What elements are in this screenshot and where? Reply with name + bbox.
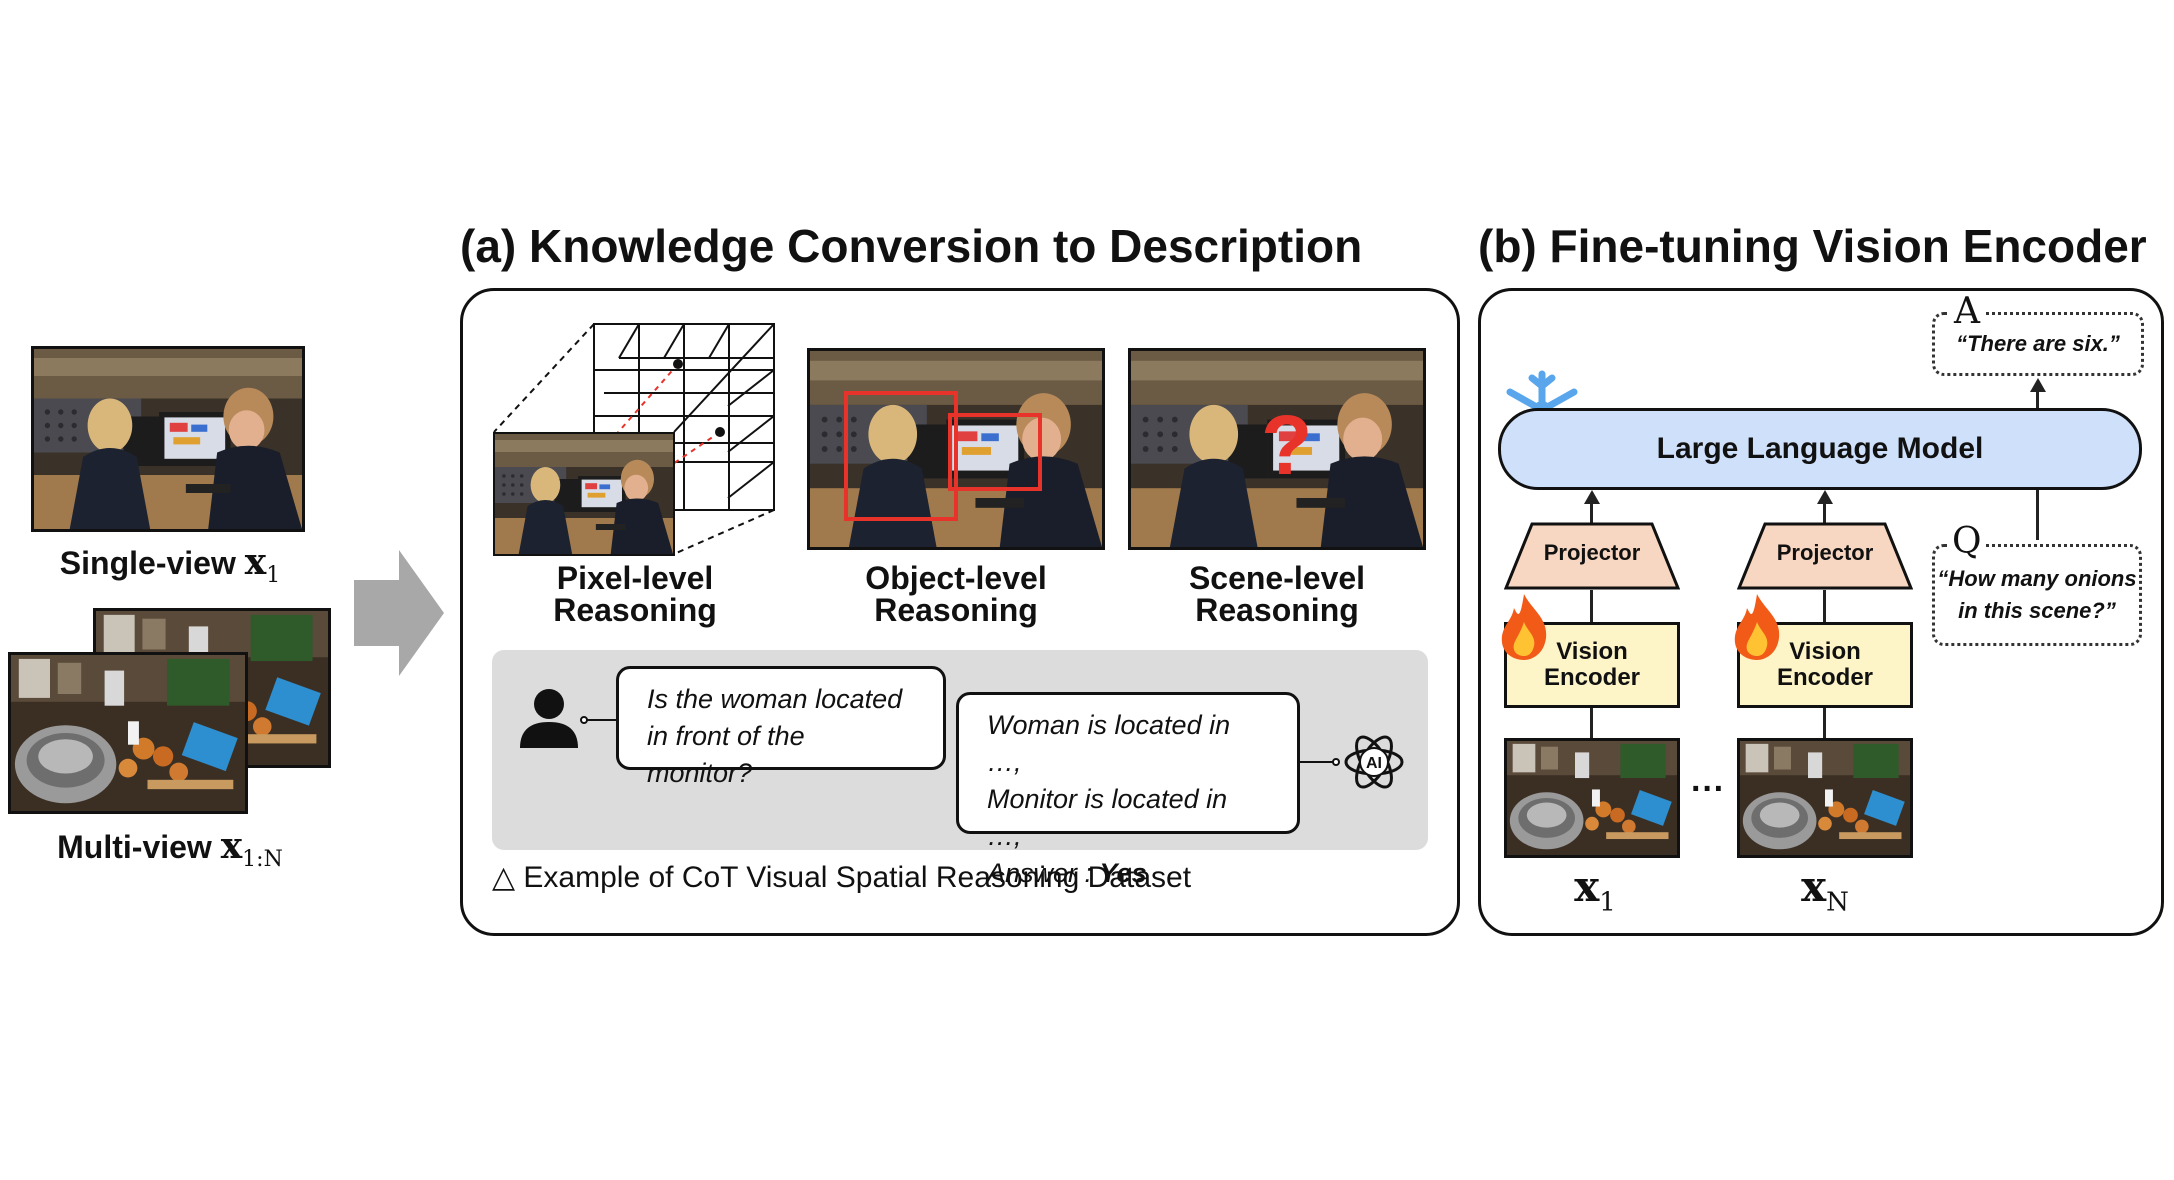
llm-label: Large Language Model — [1656, 432, 1984, 465]
projector-2 — [1737, 522, 1913, 590]
answer-line-2: Monitor is located in …, — [987, 784, 1228, 851]
multi-view-symbol: x1:N — [220, 825, 283, 872]
xn-symbol: x — [1801, 862, 1827, 911]
woman-bounding-box — [844, 391, 958, 521]
ellipsis: ··· — [1691, 770, 1725, 808]
encoder-1-to-projector-line — [1590, 590, 1593, 624]
answer-bubble: Woman is located in …, Monitor is locate… — [956, 692, 1300, 888]
x1-label: x1 — [1540, 862, 1650, 917]
single-view-sub: 1 — [266, 563, 281, 589]
section-a-title: (a) Knowledge Conversion to Description — [460, 220, 1363, 272]
llm-arrowhead-2 — [1817, 490, 1833, 504]
answer-line-1: Woman is located in …, — [987, 710, 1231, 777]
user-connector — [580, 716, 620, 724]
user-icon — [520, 689, 578, 748]
x1-symbol: x — [1574, 862, 1600, 911]
answer-value: Yes — [1099, 858, 1147, 888]
answer-letter: A — [1950, 294, 1984, 330]
multi-view-image-front — [8, 652, 248, 814]
view-image-1 — [1504, 738, 1680, 858]
llm-to-answer-line — [2036, 388, 2039, 408]
multi-view-label: Multi-view x1:N — [20, 828, 320, 876]
question-to-llm-line — [2036, 490, 2039, 540]
projector-2-to-llm-line — [1823, 500, 1826, 524]
single-view-text: Single-view — [59, 545, 236, 581]
answer-arrowhead — [2030, 378, 2046, 392]
projector-1-label: Projector — [1543, 540, 1641, 565]
answer-box-text: “There are six.” — [1956, 331, 2120, 356]
encoder-1-line-1: Vision — [1556, 638, 1628, 665]
scene-level-label: Scene-level Reasoning — [1162, 562, 1392, 626]
ai-icon: AI — [1344, 735, 1404, 789]
projector-1-to-llm-line — [1590, 500, 1593, 524]
question-line-2: in front of the monitor? — [647, 721, 805, 788]
image-1-to-encoder-line — [1590, 708, 1593, 738]
question-line-1: Is the woman located — [647, 684, 903, 714]
question-box-line-1: “How many onions — [1937, 566, 2137, 591]
pixel-level-label: Pixel-level Reasoning — [520, 562, 750, 626]
encoder-2-line-1: Vision — [1789, 638, 1861, 665]
ai-icon-text: AI — [1366, 755, 1382, 772]
flow-arrow — [354, 550, 444, 676]
object-level-line-2: Reasoning — [874, 592, 1038, 628]
pixel-level-line-1: Pixel-level — [556, 560, 714, 596]
voxel-point-2 — [715, 427, 725, 437]
llm-block: Large Language Model — [1498, 408, 2142, 490]
scene-level-line-1: Scene-level — [1188, 560, 1366, 596]
flow-arrow-shape — [354, 550, 444, 676]
scene-level-line-2: Reasoning — [1195, 592, 1359, 628]
pixel-level-image — [493, 432, 675, 556]
section-b-title: (b) Fine-tuning Vision Encoder — [1478, 220, 2147, 272]
projector-2-label: Projector — [1776, 540, 1874, 565]
single-view-x: x — [244, 541, 267, 583]
multi-view-text: Multi-view — [57, 829, 212, 865]
object-level-line-1: Object-level — [865, 560, 1047, 596]
fire-icon-2 — [1734, 594, 1780, 660]
llm-arrowhead-1 — [1584, 490, 1600, 504]
question-mark-icon: ? — [1261, 398, 1313, 492]
fire-icon-1 — [1501, 594, 1547, 660]
single-view-label: Single-view x1 — [20, 544, 320, 592]
scene-level-image: ? — [1128, 348, 1426, 550]
question-bubble: Is the woman located in front of the mon… — [616, 666, 946, 788]
single-view-image — [31, 346, 305, 532]
xn-sub: N — [1826, 887, 1849, 918]
multi-view-x: x — [220, 825, 243, 867]
question-box-line-2: in this scene?” — [1958, 598, 2116, 623]
single-view-symbol: x1 — [244, 541, 280, 588]
voxel-point-1 — [673, 359, 683, 369]
monitor-bounding-box — [948, 413, 1042, 491]
xn-label: xN — [1770, 862, 1880, 917]
multi-view-sub: 1:N — [242, 847, 283, 873]
dataset-caption: △ Example of CoT Visual Spatial Reasonin… — [492, 860, 1191, 896]
answer-line-3: Answer : Yes — [987, 855, 1269, 892]
pixel-level-line-2: Reasoning — [553, 592, 717, 628]
object-level-label: Object-level Reasoning — [841, 562, 1071, 626]
question-letter: Q — [1948, 524, 1986, 560]
triangle-icon: △ — [492, 861, 516, 894]
encoder-2-to-projector-line — [1823, 590, 1826, 624]
encoder-1-line-2: Encoder — [1543, 664, 1641, 691]
dataset-caption-text: Example of CoT Visual Spatial Reasoning … — [523, 861, 1192, 894]
image-2-to-encoder-line — [1823, 708, 1826, 738]
encoder-2-line-2: Encoder — [1776, 664, 1874, 691]
vision-encoder-1: Vision Encoder — [1504, 622, 1680, 708]
view-image-n — [1737, 738, 1913, 858]
projector-1 — [1504, 522, 1680, 590]
question-box: “How many onions in this scene?” — [1932, 544, 2142, 646]
answer-prefix: Answer : — [987, 858, 1100, 888]
object-level-image — [807, 348, 1105, 550]
ai-connector — [1300, 758, 1340, 766]
x1-sub: 1 — [1599, 887, 1616, 918]
